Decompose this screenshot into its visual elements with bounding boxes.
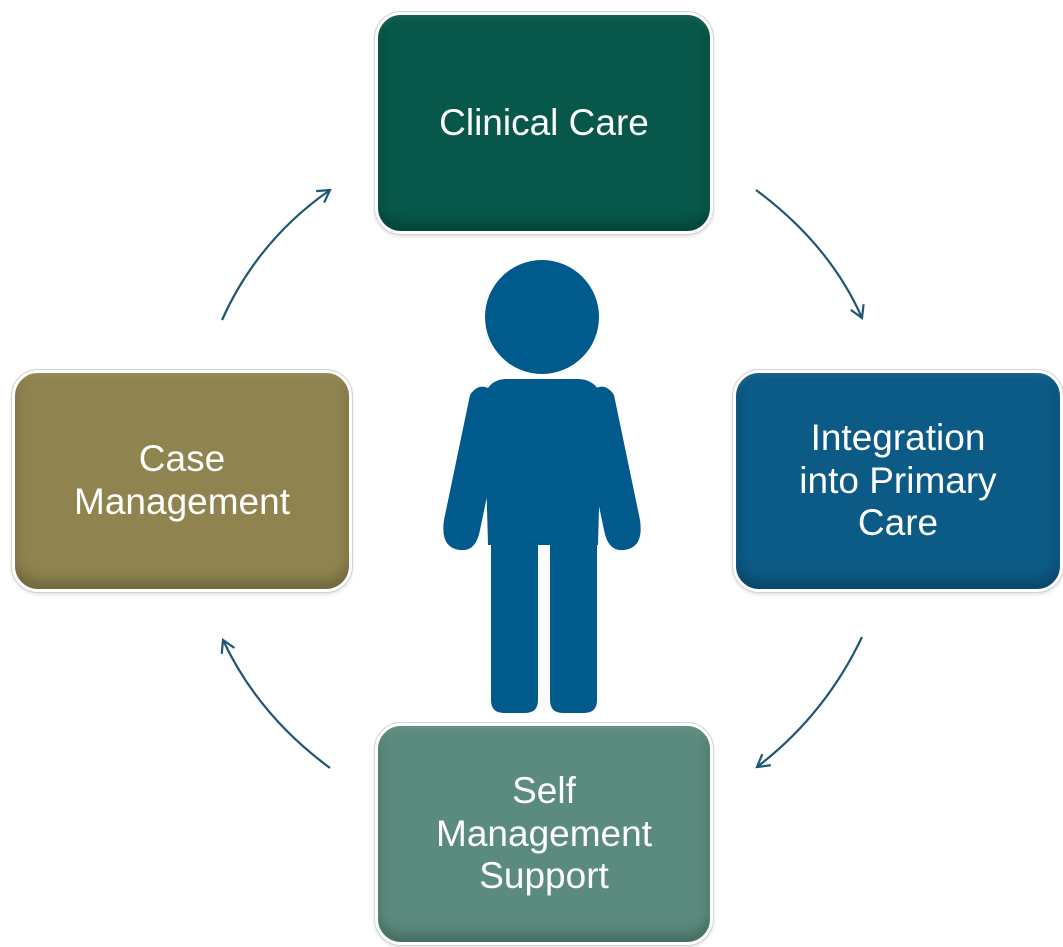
clinical-care-label: Clinical Care xyxy=(439,101,649,143)
self-management-box: Self Management Support xyxy=(374,722,714,946)
person-right-arm xyxy=(579,386,641,551)
person-left-leg xyxy=(491,540,538,713)
arrow-integration-to-self xyxy=(755,636,863,769)
integration-box: Integration into Primary Care xyxy=(732,369,1063,593)
person-head xyxy=(485,260,599,374)
self-management-label: Self Management Support xyxy=(436,769,652,897)
integration-label: Integration into Primary Care xyxy=(799,416,997,544)
clinical-care-box: Clinical Care xyxy=(374,11,714,235)
person-left-arm xyxy=(443,386,505,551)
arrow-clinical-to-integration xyxy=(755,189,865,320)
arrow-self-to-case xyxy=(220,638,331,769)
arrow-case-to-clinical xyxy=(220,188,332,321)
person-torso xyxy=(484,379,602,545)
case-management-label: Case Management xyxy=(74,438,290,522)
case-management-box: Case Management xyxy=(11,369,353,593)
person-right-leg xyxy=(550,540,597,713)
